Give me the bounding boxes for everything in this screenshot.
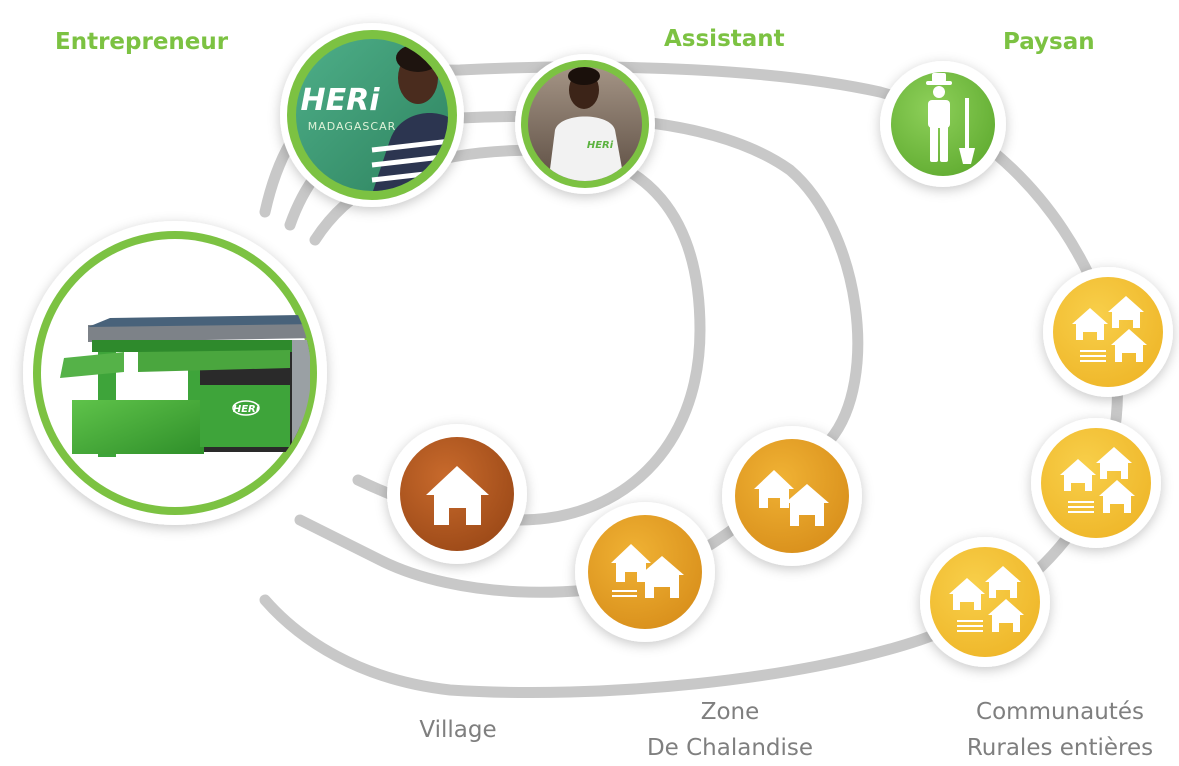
two-houses-icon — [754, 470, 829, 526]
label-assistant: Assistant — [664, 26, 785, 52]
zone-node-1 — [575, 502, 715, 642]
three-houses-icon — [1072, 296, 1147, 362]
farmer-icon — [926, 73, 975, 164]
kiosk-illustration: HERi — [60, 315, 311, 460]
label-paysan: Paysan — [1003, 29, 1095, 55]
zone-node-2 — [722, 426, 862, 566]
assistant-photo-node: HERi — [515, 54, 655, 194]
paysan-node — [880, 61, 1006, 187]
label-entrepreneur: Entrepreneur — [55, 29, 229, 55]
house-icon — [426, 466, 489, 525]
label-communautes-line2: Rurales entières — [966, 735, 1154, 761]
three-houses-icon — [949, 566, 1024, 632]
label-communautes: Communautés Rurales entières — [950, 694, 1170, 766]
label-zone-line2: De Chalandise — [646, 735, 814, 761]
three-houses-icon — [1060, 447, 1135, 513]
label-village: Village — [398, 712, 518, 748]
label-communautes-line1: Communautés — [976, 699, 1144, 725]
label-zone-line1: Zone — [700, 699, 760, 725]
communautes-node-1 — [1043, 267, 1173, 397]
label-zone: Zone De Chalandise — [620, 694, 840, 766]
village-node — [387, 424, 527, 564]
kiosk-brand-label: HERi — [233, 404, 260, 415]
communautes-node-2 — [1031, 418, 1161, 548]
entrepreneur-photo-node: HERi MADAGASCAR — [280, 23, 464, 207]
communautes-node-3 — [920, 537, 1050, 667]
entrepreneur-photo-brand: HERi — [301, 83, 381, 118]
two-houses-icon — [611, 544, 684, 598]
entrepreneur-photo-country: MADAGASCAR — [308, 120, 397, 133]
kiosk-node: HERi — [23, 221, 327, 525]
label-village-text: Village — [419, 717, 497, 743]
assistant-shirt-text: HERi — [587, 140, 614, 151]
